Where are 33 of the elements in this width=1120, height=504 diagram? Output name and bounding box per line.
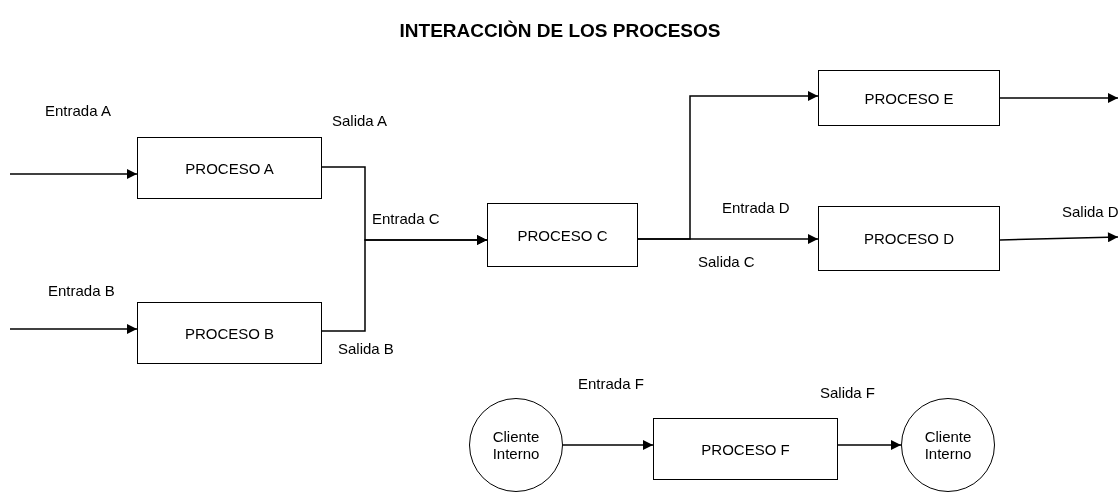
edge-label: Salida B: [338, 340, 394, 357]
edge-label: Salida A: [332, 112, 388, 129]
arrow: [9, 169, 138, 179]
node-label: PROCESO B: [184, 324, 275, 342]
node-label: PROCESO F: [701, 440, 790, 458]
node-label: PROCESO A: [185, 159, 274, 177]
arrow: [837, 440, 902, 450]
edge-label: Entrada A: [45, 102, 111, 119]
diagram-title: INTERACCIÒN DE LOS PROCESOS: [398, 20, 722, 42]
arrow: [999, 232, 1119, 243]
node-label: Cliente Interno: [491, 428, 541, 462]
flow-label: Salida C: [698, 253, 755, 270]
node-label: PROCESO E: [864, 89, 954, 107]
process-box: [818, 206, 1000, 271]
process-box: [137, 302, 322, 364]
node-label: Cliente Interno: [923, 428, 973, 462]
process-box: [487, 203, 638, 267]
process-box: [818, 70, 1000, 126]
flow-label: Entrada C: [372, 210, 440, 227]
arrow: [562, 440, 654, 450]
arrow: [321, 235, 488, 332]
process-box: [653, 418, 838, 480]
node-label: PROCESO D: [864, 230, 954, 247]
arrow: [999, 93, 1119, 103]
edge-label: Entrada D: [722, 199, 790, 216]
arrow: [9, 324, 138, 334]
arrow: [637, 234, 819, 244]
process-box: [137, 137, 322, 199]
edge-label: Entrada F: [578, 375, 644, 392]
node-label: PROCESO C: [517, 226, 608, 244]
edge-label: Entrada B: [48, 282, 115, 299]
edge-label: Salida D: [1062, 203, 1119, 220]
edge-label: Salida F: [820, 384, 876, 401]
